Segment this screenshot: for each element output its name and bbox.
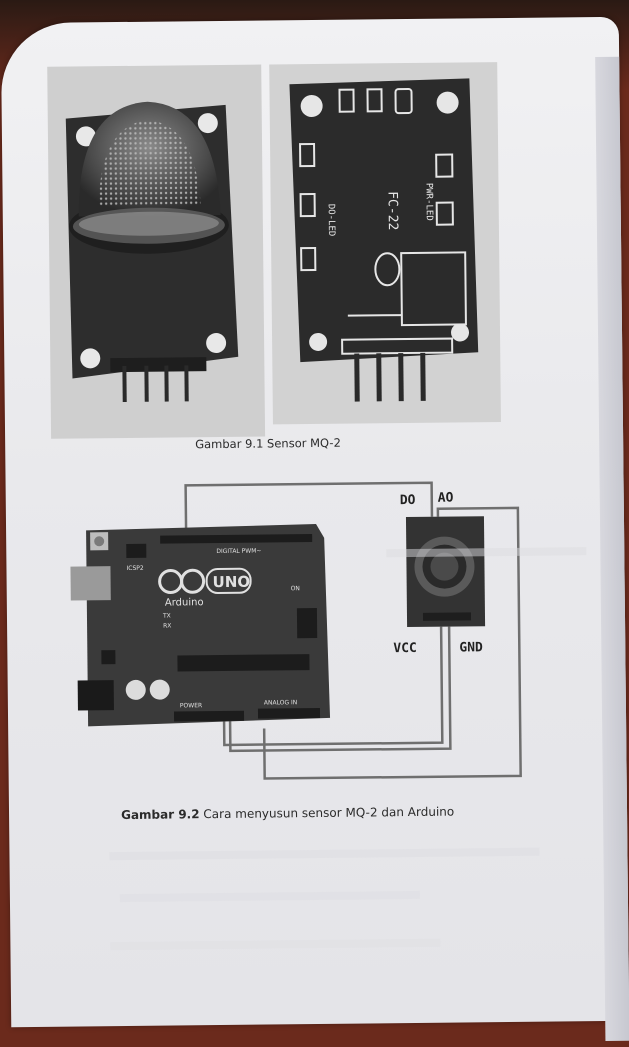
analog-header-label: ANALOG IN — [264, 699, 297, 706]
arduino-mq2-wiring: UNO Arduino DIGITAL PWM~ POWER ANALOG IN… — [70, 481, 522, 780]
bleed-through-line — [386, 547, 587, 558]
arduino-model-label: UNO — [213, 573, 251, 591]
do-led-label: DO-LED — [326, 204, 336, 237]
tx-label: TX — [162, 613, 171, 620]
mq2-sensor-back-photo: FC-22 DO-LED PWR-LED — [269, 62, 501, 425]
on-label: ON — [291, 585, 300, 592]
figure-9-2-text: Cara menyusun sensor MQ-2 dan Arduino — [203, 804, 455, 822]
page-edge — [595, 56, 629, 1041]
rx-label: RX — [163, 623, 171, 630]
bleed-through-line — [109, 847, 540, 861]
pin-gnd-label: GND — [459, 640, 483, 656]
pin-ao-label: AO — [437, 490, 454, 506]
board-model-label: FC-22 — [385, 191, 400, 230]
digital-header-label: DIGITAL PWM~ — [216, 548, 261, 555]
figure-9-1-caption: Gambar 9.1 Sensor MQ-2 — [195, 435, 341, 452]
arduino-brand-label: Arduino — [165, 597, 204, 608]
figure-9-2-number: Gambar 9.2 — [120, 807, 200, 823]
mq2-front-illustration — [65, 101, 239, 403]
mq2-back-illustration: FC-22 DO-LED PWR-LED — [289, 78, 479, 402]
bleed-through-line — [119, 890, 420, 903]
pin-vcc-label: VCC — [393, 640, 417, 657]
pwr-led-label: PWR-LED — [423, 183, 433, 221]
figure-9-2-caption: Gambar 9.2 Cara menyusun sensor MQ-2 dan… — [121, 805, 454, 822]
icsp-label: ICSP2 — [126, 565, 143, 572]
book-page: FC-22 DO-LED PWR-LED Gambar 9.1 Sensor M… — [0, 16, 629, 1041]
bleed-through-line — [110, 938, 441, 951]
wiring-diagram: UNO Arduino DIGITAL PWM~ POWER ANALOG IN… — [66, 476, 539, 791]
power-header-label: POWER — [180, 702, 202, 709]
mq2-sensor-front-photo — [47, 64, 266, 439]
pin-do-label: DO — [399, 492, 416, 509]
